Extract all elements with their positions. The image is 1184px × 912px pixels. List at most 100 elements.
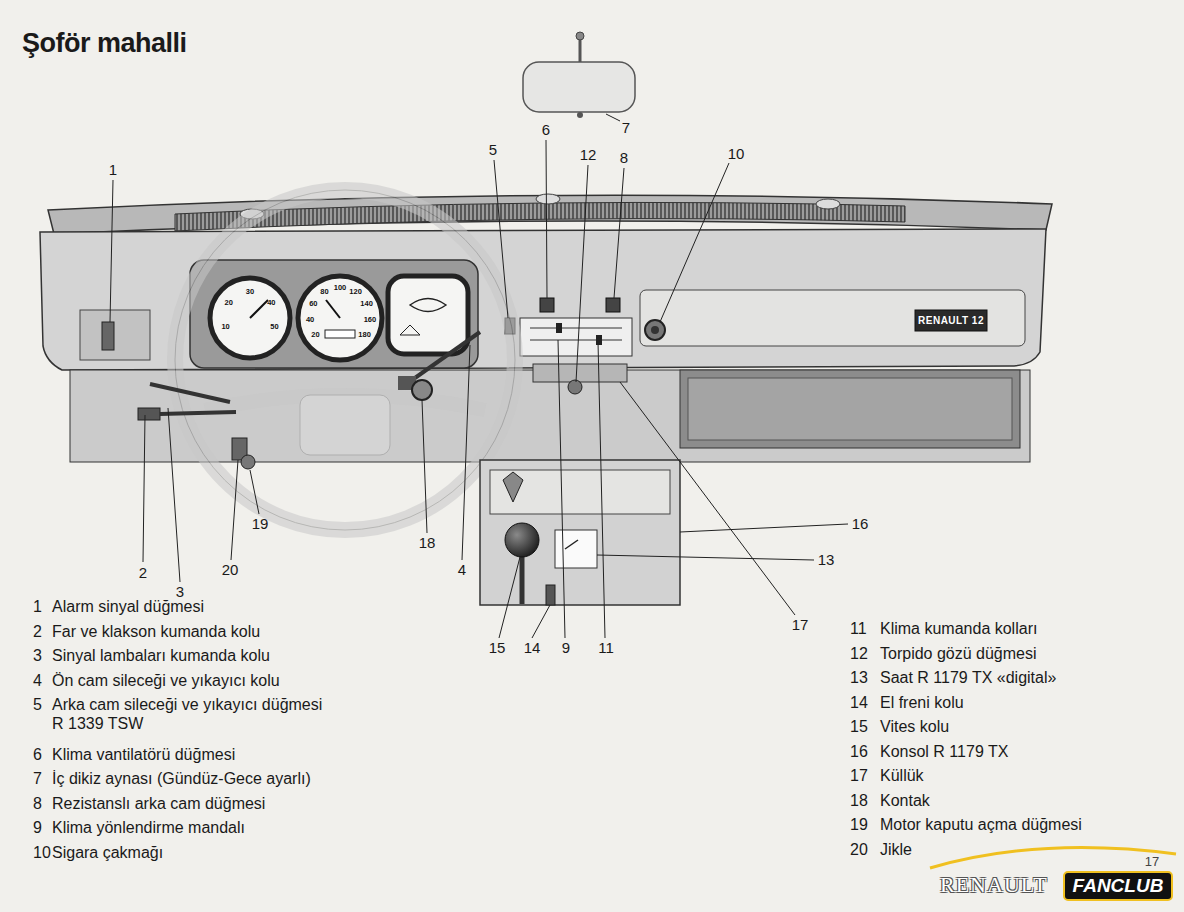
leader-line	[168, 408, 180, 582]
legend-number: 3	[33, 647, 42, 665]
part-name: Kontak	[880, 792, 930, 810]
legend-number: 7	[33, 770, 42, 788]
center-console	[490, 470, 670, 514]
leader-line	[546, 140, 547, 298]
legend-number: 20	[850, 841, 868, 859]
center-controls	[505, 298, 632, 356]
callout-number: 12	[580, 146, 597, 163]
steering-wheel	[175, 190, 515, 530]
part-name: Ön cam sileceği ve yıkayıcı kolu	[52, 672, 280, 690]
center-controls	[556, 323, 562, 333]
watermark-swoosh	[1064, 872, 1172, 900]
dashboard-body	[915, 310, 987, 331]
leader-line	[422, 400, 427, 533]
center-controls	[530, 340, 622, 341]
gauge-number: 160	[364, 316, 377, 325]
center-console	[480, 460, 680, 605]
legend-number: 15	[850, 718, 868, 736]
legend-number: 11	[850, 620, 867, 638]
gauge-number: 140	[360, 300, 373, 309]
instrument-cluster	[190, 260, 478, 368]
dashboard-body	[70, 370, 1030, 462]
gauge-number: 40	[306, 316, 314, 325]
leader-line	[558, 340, 565, 638]
part-name: Klima yönlendirme mandalı	[52, 819, 245, 837]
gauge-number: 40	[267, 299, 275, 308]
part-name: Rezistanslı arka cam düğmesi	[52, 795, 265, 813]
callout-number: 10	[728, 145, 745, 162]
center-controls	[596, 335, 602, 345]
part-name: Motor kaputu açma düğmesi	[880, 816, 1082, 834]
part-name: Küllük	[880, 767, 924, 785]
watermark: FANCLUB	[1073, 875, 1164, 897]
steering-wheel	[175, 190, 515, 530]
leader-line	[462, 345, 470, 560]
steering-column-stalks	[150, 332, 480, 414]
gauge-number: 20	[225, 299, 233, 308]
instrument-cluster	[190, 260, 478, 368]
instrument-cluster	[388, 276, 468, 354]
leader-line	[250, 470, 259, 514]
dashboard-top	[536, 194, 560, 204]
leader-line	[110, 114, 848, 638]
center-console	[546, 585, 555, 605]
dashboard-body	[688, 378, 1012, 440]
leader-line	[614, 168, 624, 298]
leader-line	[660, 163, 729, 322]
legend-number: 17	[850, 767, 868, 785]
dashboard-body	[80, 310, 150, 360]
steering-wheel	[300, 395, 390, 455]
gauge-number: 180	[358, 331, 371, 340]
leader-line	[494, 160, 508, 318]
instrument-cluster	[250, 300, 268, 318]
steering-column-stalks	[160, 412, 236, 414]
center-controls	[540, 298, 554, 312]
center-console	[520, 556, 525, 604]
part-name: Jikle	[880, 841, 912, 859]
center-controls	[606, 298, 620, 312]
leader-line	[680, 524, 848, 532]
gauge-number: 60	[309, 300, 317, 309]
part-name: Sinyal lambaları kumanda kolu	[52, 647, 270, 665]
legend-number: 1	[33, 598, 42, 616]
leader-line	[620, 382, 795, 615]
instrument-cluster	[325, 330, 355, 338]
callout-number: 5	[489, 141, 497, 158]
leader-line	[532, 605, 550, 638]
legend-number: 10	[33, 844, 51, 862]
callout-number: 16	[852, 515, 869, 532]
gauge-number: 30	[246, 288, 254, 297]
callout-number: 7	[622, 119, 630, 136]
center-console	[565, 540, 578, 549]
part-name: Arka cam sileceği ve yıkayıcı düğmesi R …	[52, 696, 328, 733]
legend-number: 4	[33, 672, 42, 690]
leader-line	[110, 180, 113, 322]
part-name: El freni kolu	[880, 694, 964, 712]
callout-number: 2	[139, 564, 147, 581]
dashboard-body	[680, 370, 1020, 448]
leader-line	[606, 114, 620, 121]
leader-line	[143, 415, 145, 562]
leader-line	[576, 165, 588, 382]
center-controls	[520, 318, 632, 356]
mirror	[523, 62, 635, 112]
legend-number: 18	[850, 792, 868, 810]
instrument-cluster	[210, 278, 290, 358]
watermark: RENAULT	[940, 872, 1048, 897]
callout-number: 11	[598, 639, 614, 656]
steering-column-stalks	[150, 384, 230, 402]
callout-number: 13	[818, 551, 835, 568]
part-name: Sigara çakmağı	[52, 844, 163, 862]
part-name: İç dikiz aynası (Gündüz-Gece ayarlı)	[52, 770, 311, 788]
center-console	[505, 523, 539, 557]
instrument-cluster	[298, 276, 382, 360]
mirror	[523, 32, 635, 118]
watermark-swoosh	[930, 848, 1176, 868]
legend-number: 12	[850, 645, 868, 663]
legend-number: 9	[33, 819, 42, 837]
instrument-cluster	[400, 325, 420, 335]
mirror	[576, 32, 584, 40]
steering-wheel	[175, 190, 515, 530]
dashboard-body	[241, 455, 255, 469]
